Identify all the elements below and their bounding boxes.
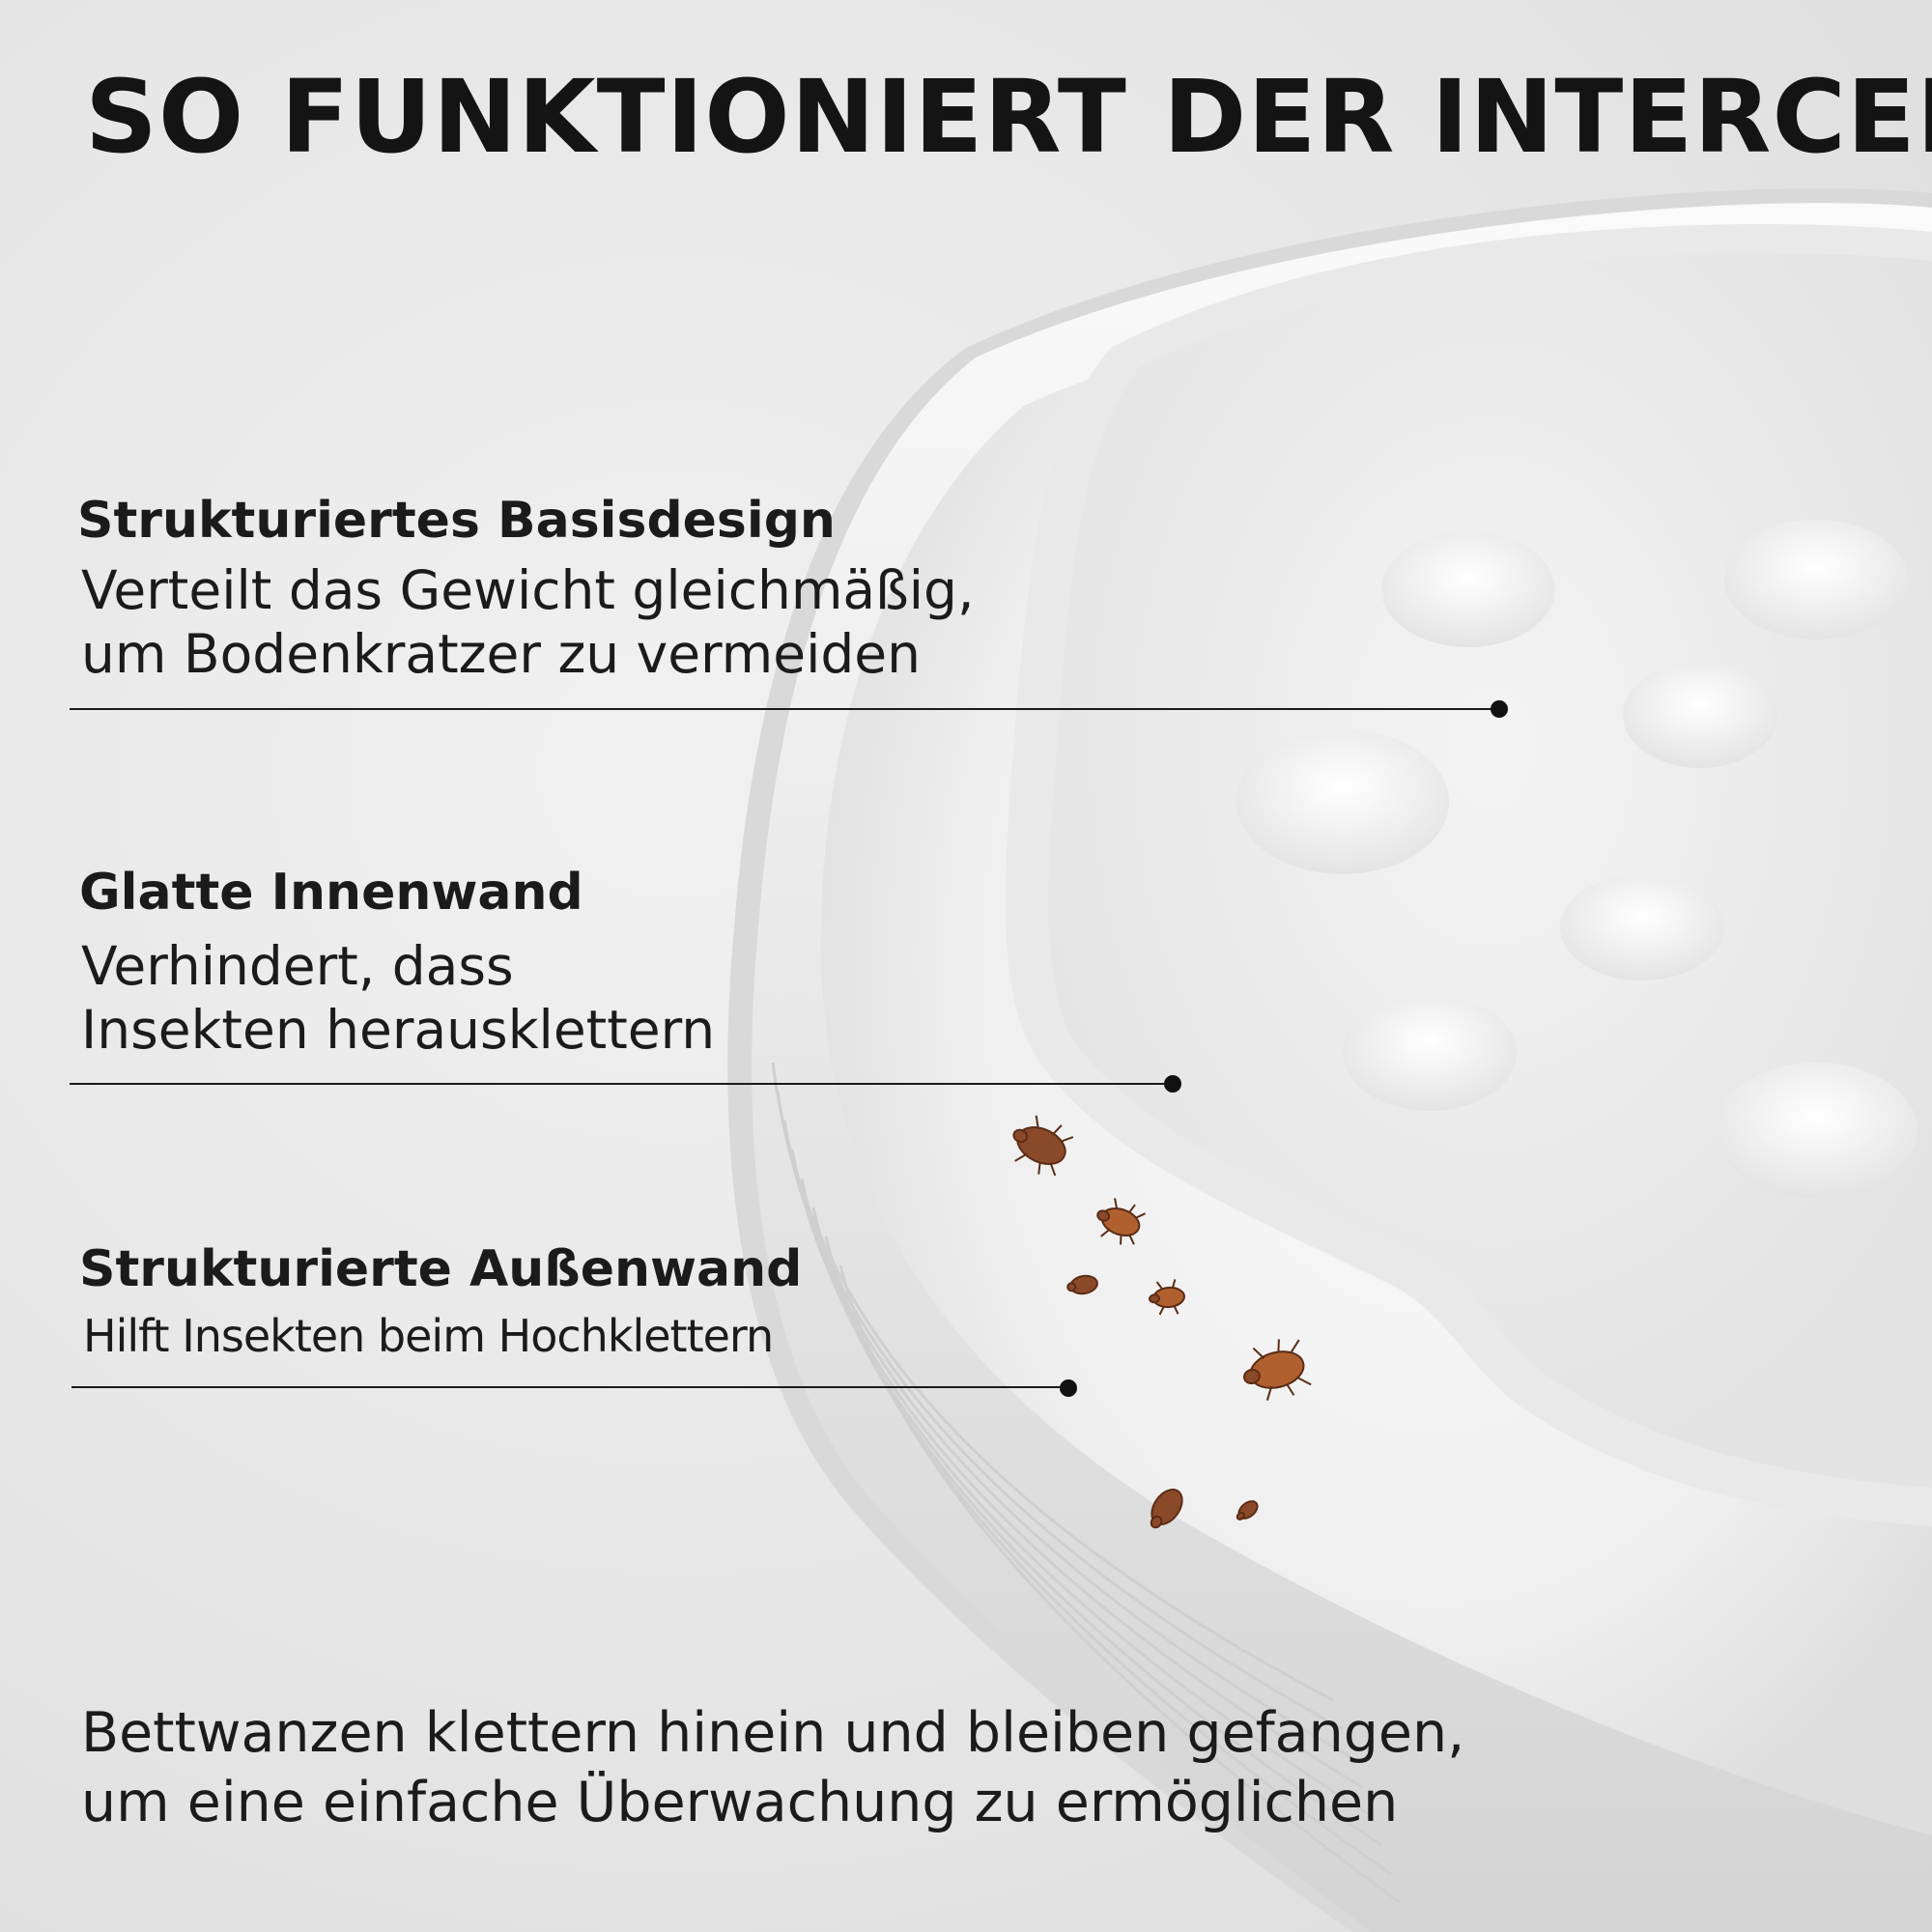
bed-bug-icon (1096, 1198, 1146, 1245)
outer-wall-ridges (771, 1062, 1402, 1905)
bed-bugs (1012, 1115, 1312, 1529)
description-line: Verteilt das Gewicht gleichmäßig, (81, 559, 975, 621)
callout-line-inner-wall (70, 1083, 1173, 1085)
description-line: um Bodenkratzer zu vermeiden (81, 623, 921, 685)
callout-dot-outer-wall (1060, 1379, 1077, 1397)
feature-heading-outer-wall: Strukturierte Außenwand (79, 1240, 803, 1298)
page-title: SO FUNKTIONIERT DER INTERCEPTOR (85, 58, 1932, 176)
bed-bug-icon (1012, 1115, 1074, 1177)
footer-line: um eine einfache Überwachung zu ermöglic… (81, 1771, 1399, 1834)
bed-bug-icon (1236, 1500, 1259, 1520)
feature-heading-base-design: Strukturiertes Basisdesign (77, 492, 836, 550)
callout-line-outer-wall (71, 1386, 1067, 1388)
callout-dot-inner-wall (1164, 1075, 1181, 1093)
feature-description-outer-wall: Hilft Insekten beim Hochklettern (83, 1309, 774, 1363)
description-line: Insekten herausklettern (81, 999, 716, 1061)
footer-text: Bettwanzen klettern hinein und bleiben g… (81, 1698, 1464, 1837)
feature-heading-inner-wall: Glatte Innenwand (79, 864, 583, 922)
description-line: Verhindert, dass (81, 935, 514, 997)
inner-well (1006, 224, 1932, 1526)
callout-dot-base-design (1491, 700, 1508, 718)
callout-line-base-design (70, 708, 1499, 710)
footer-line: Bettwanzen klettern hinein und bleiben g… (81, 1701, 1465, 1765)
bed-bug-icon (1242, 1339, 1312, 1401)
bed-bug-icon (1066, 1274, 1098, 1295)
feature-description-inner-wall: Verhindert, dass Insekten herausklettern (81, 934, 715, 1062)
description-line: Hilft Insekten beim Hochklettern (83, 1310, 774, 1362)
bed-bug-icon (1150, 1488, 1183, 1529)
feature-description-base-design: Verteilt das Gewicht gleichmäßig, um Bod… (81, 558, 974, 686)
bed-bug-icon (1149, 1279, 1185, 1316)
